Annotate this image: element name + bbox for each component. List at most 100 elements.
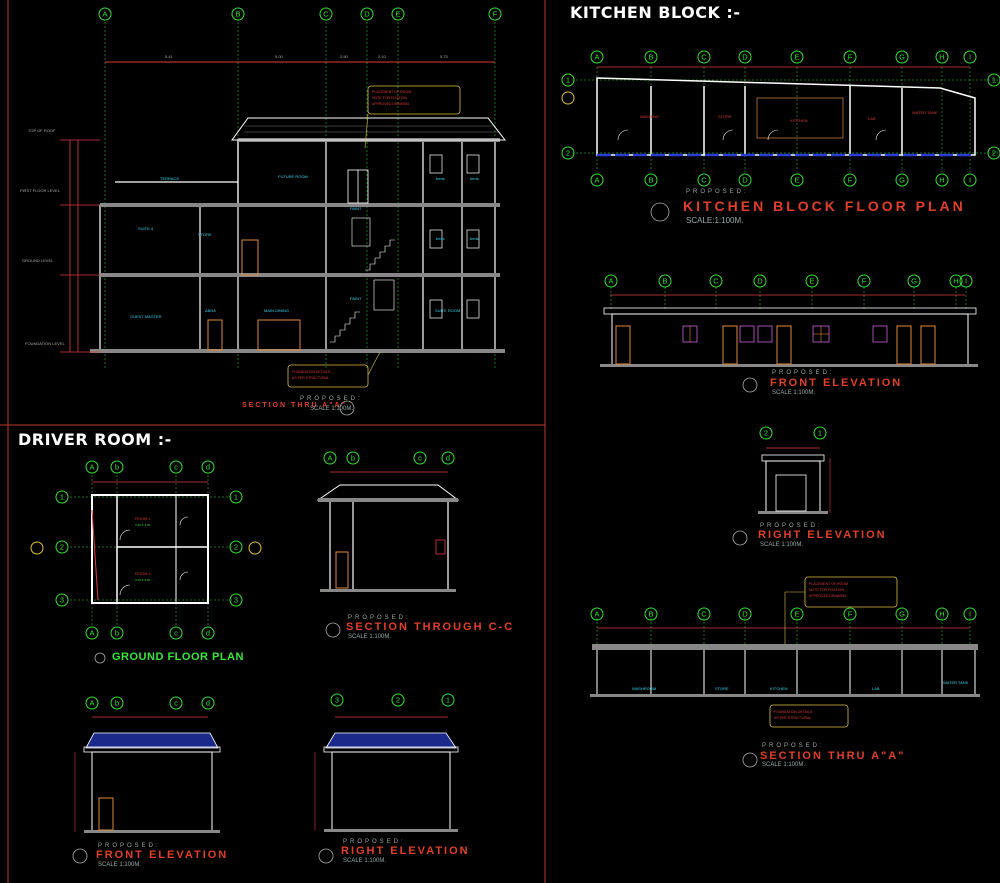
svg-text:ABHA: ABHA	[205, 308, 216, 313]
kitchen-right-title: RIGHT ELEVATION	[758, 529, 887, 541]
grid-bubble-dplan-bottom-a-0: A	[85, 626, 99, 640]
svg-text:A: A	[89, 699, 94, 708]
grid-bubble-kfront-c-2: C	[709, 274, 723, 288]
kitchen-front-elevation-drawing	[600, 287, 978, 367]
grid-bubble-dplan-row-r0: 1	[229, 490, 243, 504]
svg-text:c: c	[174, 463, 178, 472]
grid-bubble-dplan-bottom-c-2: c	[169, 626, 183, 640]
svg-text:D: D	[742, 610, 748, 619]
svg-text:WATER TANK: WATER TANK	[912, 110, 938, 115]
svg-text:3: 3	[335, 696, 339, 705]
svg-text:3: 3	[234, 596, 238, 605]
svg-text:2.50: 2.50	[340, 54, 349, 59]
svg-text:F: F	[493, 10, 498, 19]
kitchen-right-proposed: PROPOSED:	[760, 523, 823, 529]
kitchen-right-scale: SCALE 1:100M.	[760, 542, 804, 548]
grid-bubble-dplan-top-b-1: b	[110, 460, 124, 474]
svg-text:B: B	[648, 610, 653, 619]
svg-text:E: E	[794, 53, 799, 62]
section-marker-icons	[72, 202, 758, 864]
grid-bubble-dplan-row-r1: 2	[229, 540, 243, 554]
driver-right-proposed: PROPOSED:	[343, 839, 406, 845]
grid-bubble-main-a-0: A	[98, 7, 112, 21]
svg-text:I: I	[965, 277, 967, 286]
svg-text:H: H	[939, 176, 944, 185]
svg-text:d: d	[206, 699, 210, 708]
svg-text:D: D	[364, 10, 370, 19]
grid-bubble-kplan-top-f-5: F	[843, 50, 857, 64]
svg-text:PAINT: PAINT	[350, 206, 362, 211]
svg-text:GUEST MASTER: GUEST MASTER	[130, 314, 162, 319]
svg-text:A: A	[327, 454, 332, 463]
svg-text:2: 2	[566, 149, 570, 158]
svg-text:5.00: 5.00	[275, 54, 284, 59]
svg-text:APPROVED DRAWING: APPROVED DRAWING	[372, 102, 409, 106]
svg-text:c: c	[418, 454, 422, 463]
svg-text:beds: beds	[436, 176, 445, 181]
grid-bubble-dsection-d-3: d	[441, 451, 455, 465]
grid-bubble-ksection-g-6: G	[895, 607, 909, 621]
grid-bubble-kplan-top-d-3: D	[738, 50, 752, 64]
svg-text:WATER TANK: WATER TANK	[943, 680, 969, 685]
svg-text:FOUNDATION DETAILS: FOUNDATION DETAILS	[774, 710, 813, 714]
svg-text:I: I	[969, 53, 971, 62]
svg-text:STORE: STORE	[718, 114, 732, 119]
grid-bubble-kfront-i-8: I	[959, 274, 973, 288]
grid-bubble-kplan-top-a-0: A	[590, 50, 604, 64]
grid-bubble-dplan-row-r2: 3	[229, 593, 243, 607]
grid-bubble-dfront-d-3: d	[201, 696, 215, 710]
svg-text:H: H	[939, 610, 944, 619]
grid-bubble-dright-3-0: 3	[330, 693, 344, 707]
svg-text:PAINT: PAINT	[350, 296, 362, 301]
grid-bubble-ksection-b-1: B	[644, 607, 658, 621]
svg-text:F: F	[848, 53, 853, 62]
svg-text:ROOM 1: ROOM 1	[135, 516, 152, 521]
svg-text:G: G	[899, 53, 905, 62]
svg-text:I: I	[969, 176, 971, 185]
driver-front-elevation-drawing	[74, 716, 221, 833]
svg-text:3.00 X 3.00: 3.00 X 3.00	[135, 523, 151, 527]
svg-text:H: H	[939, 53, 944, 62]
svg-text:2: 2	[396, 696, 400, 705]
grid-bubble-dplan-top-a-0: A	[85, 460, 99, 474]
svg-text:PLACEMENT OF ROOM: PLACEMENT OF ROOM	[372, 90, 411, 94]
grid-bubble-dfront-c-2: c	[169, 696, 183, 710]
svg-text:1: 1	[818, 429, 822, 438]
kitchen-front-title: FRONT ELEVATION	[770, 377, 903, 389]
grid-bubble-kplan-top-g-6: G	[895, 50, 909, 64]
grid-bubble-kplan-bottom-f-5: F	[843, 173, 857, 187]
grid-bubble-dsection-c-2: c	[413, 451, 427, 465]
svg-text:D: D	[742, 176, 748, 185]
svg-text:C: C	[323, 10, 329, 19]
panel-dividers	[0, 0, 546, 883]
grid-bubble-main-f-5: F	[488, 7, 502, 21]
grid-bubble-dplan-row-l1: 2	[55, 540, 69, 554]
svg-text:b: b	[351, 454, 355, 463]
kitchen-right-elevation-drawing	[758, 447, 831, 514]
grid-bubble-kplan-top-h-7: H	[935, 50, 949, 64]
svg-text:A: A	[594, 176, 599, 185]
main-section-scale: SCALE 1:100M.	[310, 406, 354, 412]
svg-text:1: 1	[566, 76, 570, 85]
svg-text:NOTE FOR FIXATION: NOTE FOR FIXATION	[809, 588, 844, 592]
svg-text:5.75: 5.75	[440, 54, 449, 59]
svg-text:STORE: STORE	[715, 686, 729, 691]
grid-bubble-kfront-f-5: F	[857, 274, 871, 288]
svg-text:I: I	[969, 610, 971, 619]
grid-bubble-kplan-bottom-g-6: G	[895, 173, 909, 187]
svg-text:B: B	[662, 277, 667, 286]
grid-bubble-dsection-b-1: b	[346, 451, 360, 465]
svg-text:F: F	[848, 610, 853, 619]
svg-text:b: b	[115, 699, 119, 708]
svg-text:1: 1	[992, 76, 996, 85]
grid-bubble-main-c-2: C	[319, 7, 333, 21]
grid-bubble-ksection-d-3: D	[738, 607, 752, 621]
svg-text:C: C	[701, 53, 707, 62]
svg-text:c: c	[174, 629, 178, 638]
driver-section-scale: SCALE 1:100M.	[348, 634, 392, 640]
grid-bubble-kplan-bottom-i-8: I	[963, 173, 977, 187]
driver-right-elevation-drawing	[314, 716, 459, 832]
svg-text:G: G	[899, 610, 905, 619]
